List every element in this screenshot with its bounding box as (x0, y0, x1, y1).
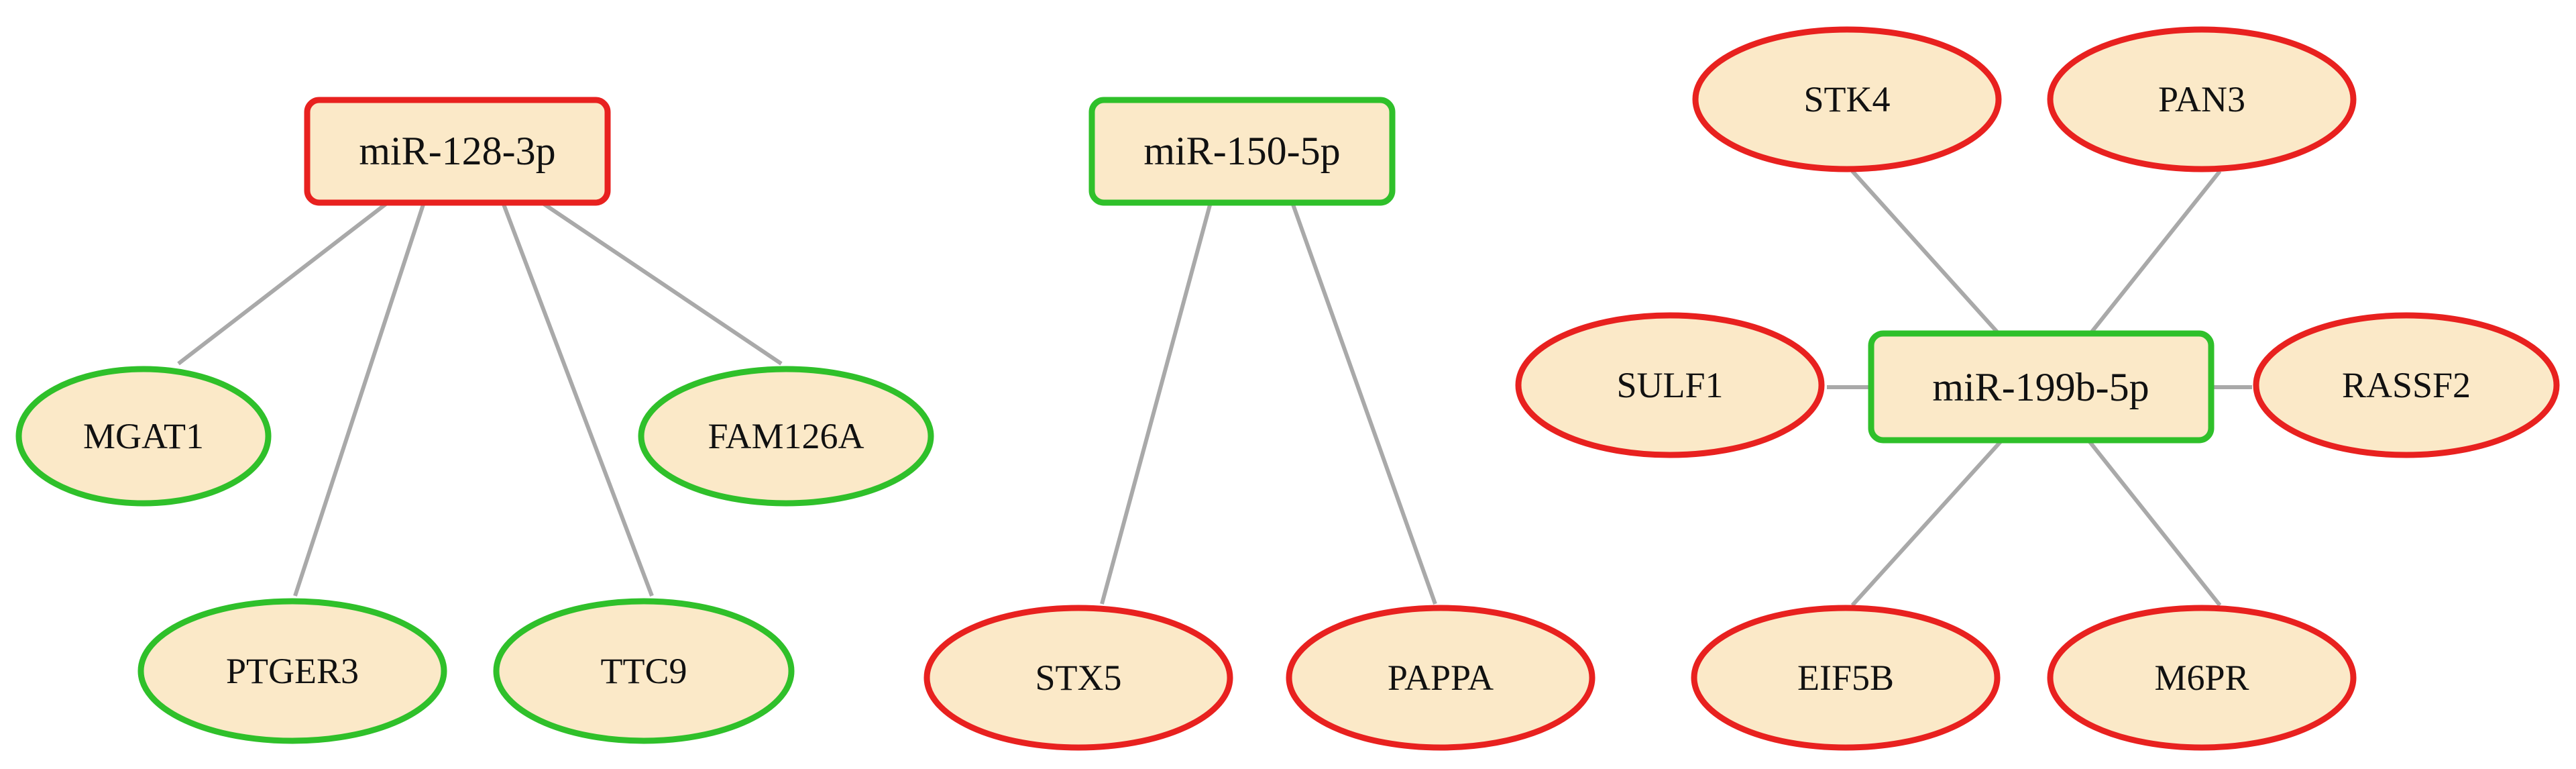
node-rassf2[interactable]: RASSF2 (2253, 312, 2560, 458)
node-pappa[interactable]: PAPPA (1286, 605, 1595, 751)
node-mir-128-3p[interactable]: miR-128-3p (304, 97, 611, 206)
node-label-sulf1: SULF1 (1616, 365, 1723, 405)
edge-mir-199b-5p-m6pr (2086, 439, 2222, 607)
node-label-eif5b: EIF5B (1797, 658, 1894, 698)
node-sulf1[interactable]: SULF1 (1515, 312, 1825, 458)
edge-mir-128-3p-fam126a (541, 201, 783, 366)
edge-mir-199b-5p-pan3 (2088, 170, 2222, 335)
node-label-stk4: STK4 (1803, 79, 1890, 119)
edge-mir-128-3p-ptger3 (293, 202, 426, 597)
node-mgat1[interactable]: MGAT1 (15, 366, 272, 507)
node-label-mir-150-5p: miR-150-5p (1143, 129, 1340, 173)
node-label-m6pr: M6PR (2154, 658, 2249, 698)
node-label-fam126a: FAM126A (708, 416, 864, 456)
edge-mir-128-3p-mgat1 (177, 201, 389, 366)
node-fam126a[interactable]: FAM126A (638, 366, 934, 507)
edge-mir-150-5p-pappa (1290, 201, 1437, 605)
node-label-stx5: STX5 (1035, 658, 1121, 698)
network-mir-150-5p: miR-150-5p STX5 PAPPA (923, 97, 1595, 751)
node-label-ptger3: PTGER3 (226, 651, 359, 691)
node-label-rassf2: RASSF2 (2342, 365, 2471, 405)
edge-mir-199b-5p-stk4 (1850, 169, 2001, 336)
edge-mir-128-3p-ttc9 (501, 201, 654, 597)
node-mir-150-5p[interactable]: miR-150-5p (1088, 97, 1396, 206)
node-label-pappa: PAPPA (1388, 658, 1494, 698)
node-eif5b[interactable]: EIF5B (1691, 605, 2001, 751)
node-stx5[interactable]: STX5 (923, 605, 1233, 751)
node-m6pr[interactable]: M6PR (2047, 605, 2357, 751)
edge-mir-150-5p-stx5 (1100, 202, 1213, 605)
node-ptger3[interactable]: PTGER3 (137, 598, 447, 744)
node-label-mgat1: MGAT1 (83, 416, 204, 456)
node-ttc9[interactable]: TTC9 (493, 598, 795, 744)
network-mir-199b-5p: miR-199b-5p STK4 PAN3 SULF1 RASSF2 EIF5B… (1515, 26, 2560, 751)
node-label-mir-128-3p: miR-128-3p (359, 129, 555, 173)
node-stk4[interactable]: STK4 (1692, 26, 2002, 172)
node-label-mir-199b-5p: miR-199b-5p (1932, 365, 2149, 409)
edge-mir-199b-5p-eif5b (1850, 438, 2004, 607)
node-label-pan3: PAN3 (2158, 79, 2245, 119)
node-mir-199b-5p[interactable]: miR-199b-5p (1868, 330, 2215, 444)
node-pan3[interactable]: PAN3 (2047, 26, 2357, 172)
node-label-ttc9: TTC9 (601, 651, 687, 691)
network-mir-128-3p: miR-128-3p MGAT1 PTGER3 TTC9 FAM126A (15, 97, 934, 744)
